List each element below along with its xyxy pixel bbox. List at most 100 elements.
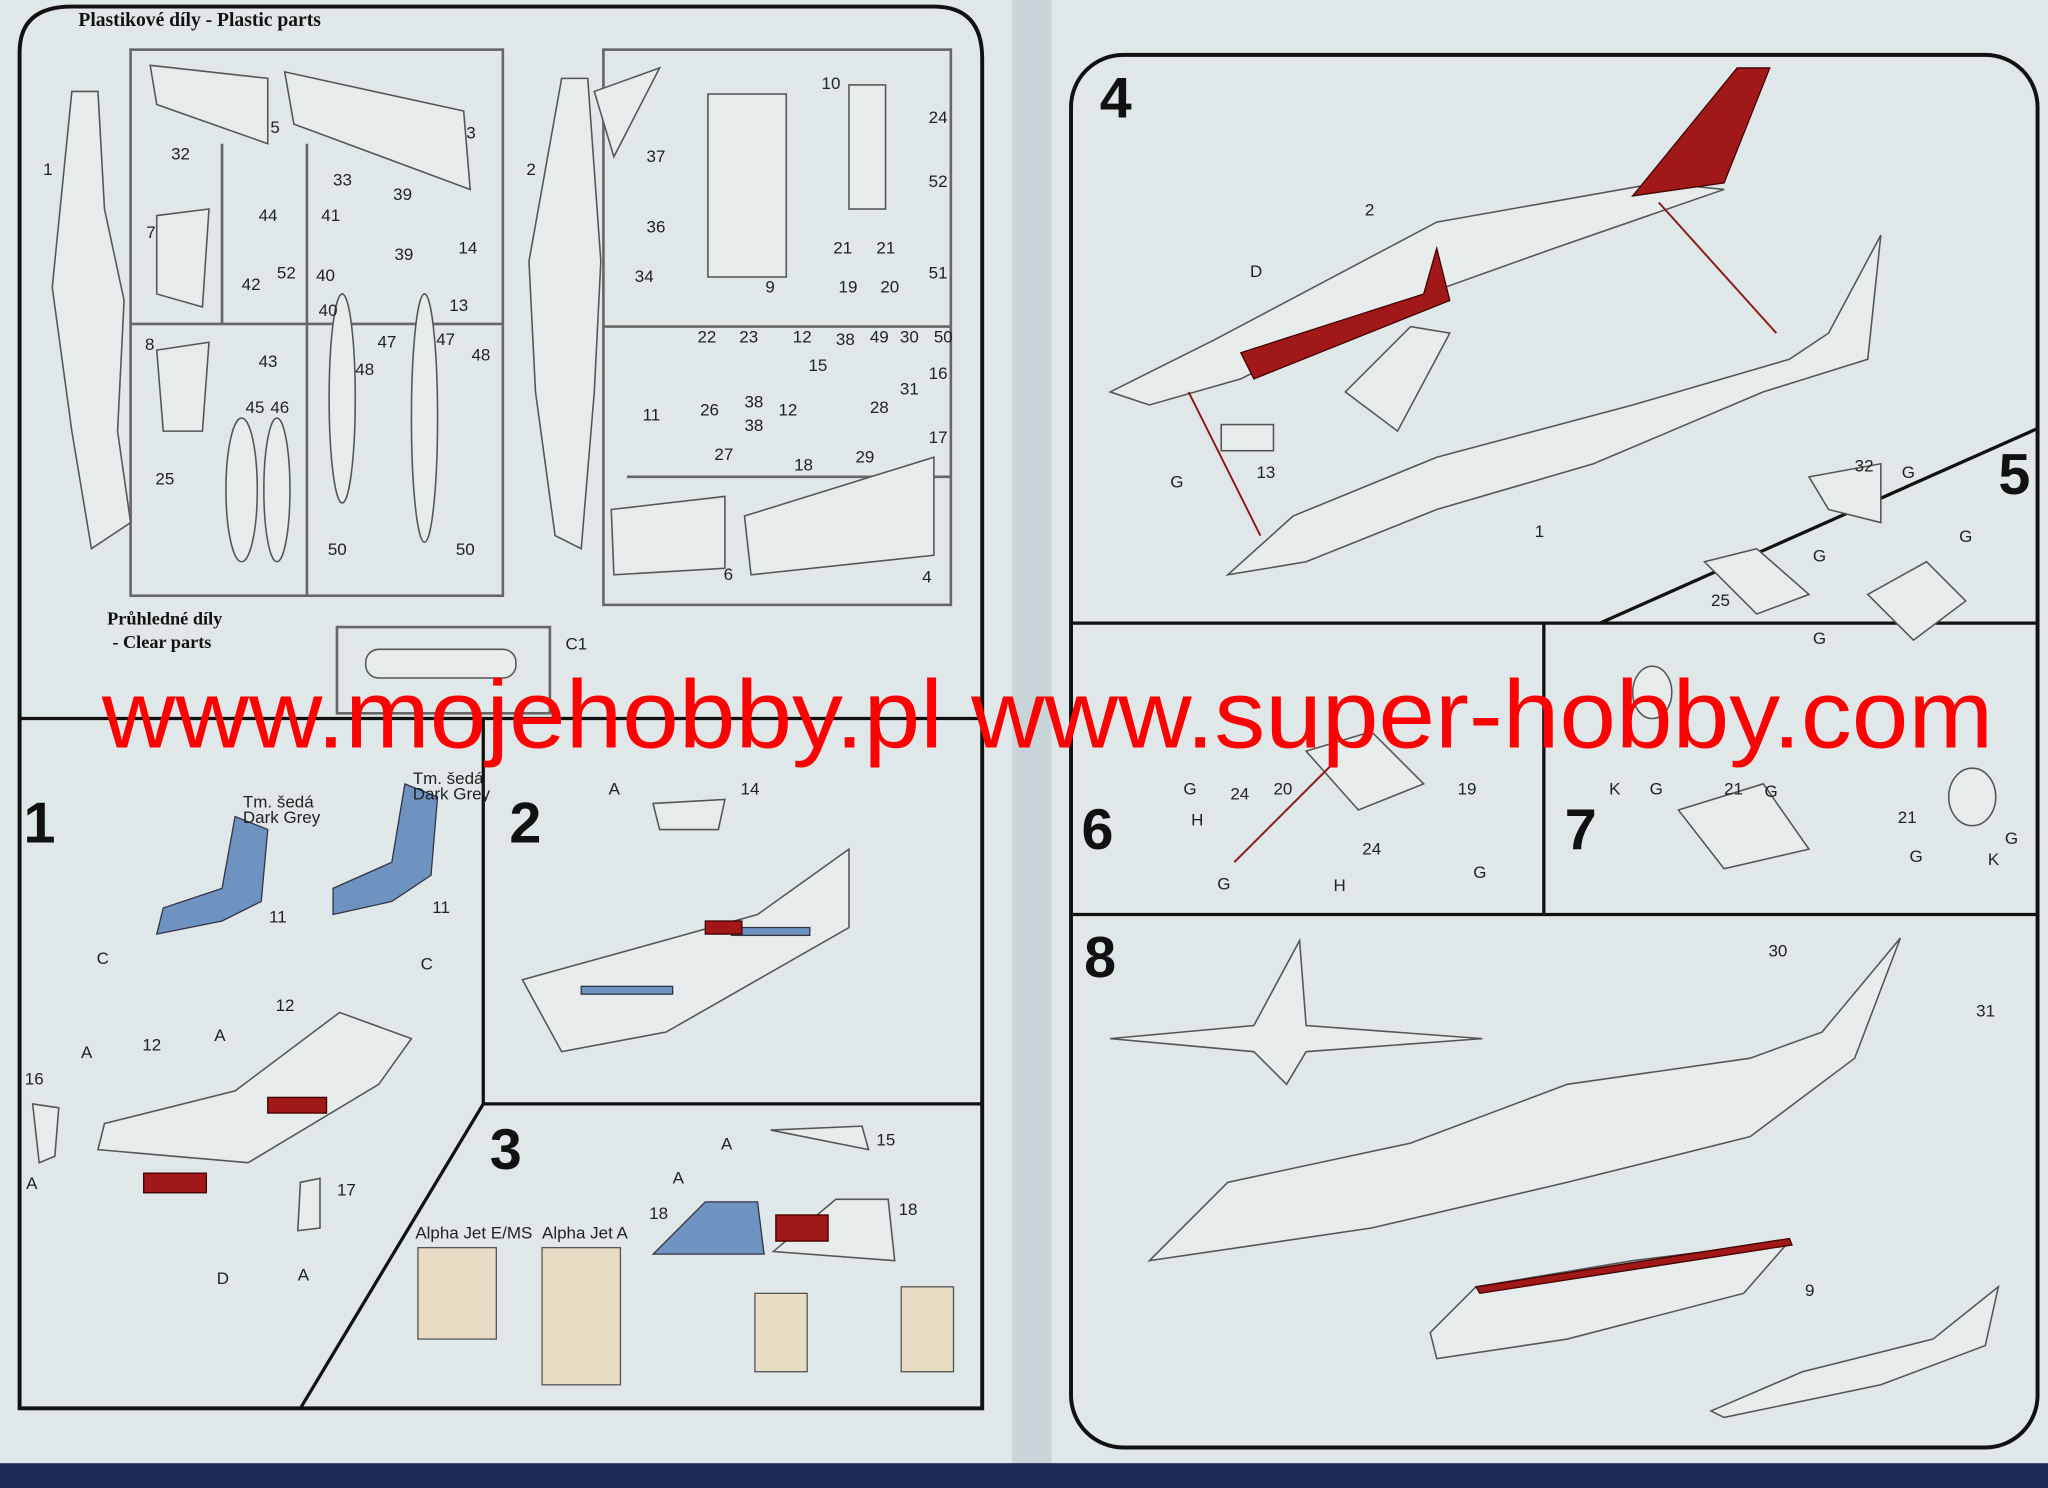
part-number-label: 34 [635,267,654,286]
callout-label: A [609,779,621,798]
part-number-label: 42 [242,275,261,294]
step8-drawing [1110,937,2000,1419]
callout-label: 31 [1976,1001,1995,1020]
callout-label: A [214,1026,226,1045]
part-number-label: 18 [794,455,813,474]
callout-label: K [1609,779,1621,798]
part-number-label: 52 [929,172,948,191]
callout-label: 1 [1535,522,1544,541]
part-number-label: 27 [714,445,733,464]
part-number-label: 51 [929,263,948,282]
callout-label: 25 [1711,591,1730,610]
part-number-label: 32 [171,144,190,163]
callout-label: C [97,949,109,968]
part-number-label: 13 [449,296,468,315]
callout-label: G [1473,863,1486,882]
callout-label: 17 [337,1180,356,1199]
step-number-7: 7 [1565,798,1597,862]
callout-label: A [673,1169,685,1188]
callout-label: H [1191,811,1203,830]
part-number-label: 48 [472,346,491,365]
part-number-label: 29 [856,447,875,466]
part-number-label: 38 [744,416,763,435]
step-number-1: 1 [24,792,56,856]
callout-label: G [1910,847,1923,866]
part-number-label: 50 [934,327,953,346]
clear-part-c1: C1 [566,634,588,653]
callout-text: Dark Grey [413,785,491,804]
callout-label: 11 [432,898,450,917]
part-number-label: 15 [808,356,827,375]
part-number-label: 45 [246,398,265,417]
part-number-label: 39 [394,245,413,264]
callout-label: 9 [1805,1281,1814,1300]
part-number-label: 47 [377,333,396,352]
part-number-label: 16 [929,364,948,383]
callout-label: G [1650,779,1663,798]
callout-label: G [2005,829,2018,848]
callout-label: G [1813,629,1826,648]
divider [1599,427,2039,625]
callout-text: Tm. šedá [243,792,314,811]
callout-text: Alpha Jet A [542,1223,629,1242]
callout-label: A [721,1135,733,1154]
part-number-label: 17 [929,428,948,447]
callout-label: A [26,1174,38,1193]
callout-label: 14 [741,779,760,798]
part-number-label: 26 [700,400,719,419]
part-number-label: 21 [833,238,852,257]
clear-parts-title-cz: Průhledné díly [107,608,222,628]
part-number-label: 22 [697,327,716,346]
callout-label: 32 [1855,457,1874,476]
sprue-b [528,48,953,607]
part-number-label: 49 [870,327,889,346]
callout-label: 16 [25,1069,44,1088]
callout-label: 12 [276,996,295,1015]
part-number-label: 25 [155,470,174,489]
callout-label: H [1334,876,1346,895]
callout-label: G [1217,875,1230,894]
part-number-label: 10 [822,74,841,93]
step3-drawing [417,1125,955,1386]
callout-label: 19 [1458,779,1477,798]
callout-label: 30 [1768,941,1787,960]
part-number-label: 41 [321,206,340,225]
callout-text: Alpha Jet E/MS [415,1223,532,1242]
part-number-label: 21 [876,238,895,257]
callout-label: G [1959,527,1972,546]
step-number-4: 4 [1100,67,1132,131]
callout-text: Tm. šedá [413,769,484,788]
callout-label: G [1183,779,1196,798]
part-number-label: 50 [456,540,475,559]
callout-label: 24 [1362,839,1381,858]
clear-parts-title-en: - Clear parts [112,632,211,652]
part-number-label: 19 [839,278,858,297]
step2-drawing [521,798,850,1053]
part-number-label: 37 [647,147,666,166]
part-number-label: 9 [765,278,774,297]
part-number-label: 48 [355,360,374,379]
part-number-label: 44 [259,206,278,225]
plastic-parts-title: Plastikové díly - Plastic parts [78,10,321,31]
callout-label: 11 [269,907,287,926]
step-number-3: 3 [490,1118,522,1182]
callout-label: G [1902,463,1915,482]
part-number-label: 38 [836,330,855,349]
part-number-label: 1 [43,160,52,179]
callout-label: 24 [1230,785,1249,804]
part-number-label: 3 [466,123,475,142]
callout-label: 20 [1273,779,1292,798]
step6-drawing [1233,730,1426,863]
callout-label: 21 [1724,779,1743,798]
part-number-label: 12 [793,327,812,346]
callout-label: D [1250,262,1262,281]
part-number-label: 30 [900,327,919,346]
callout-label: K [1988,850,2000,869]
callout-label: G [1170,472,1183,491]
part-number-label: 52 [277,263,296,282]
part-number-label: 31 [900,380,919,399]
step7-drawing [1631,665,1997,870]
